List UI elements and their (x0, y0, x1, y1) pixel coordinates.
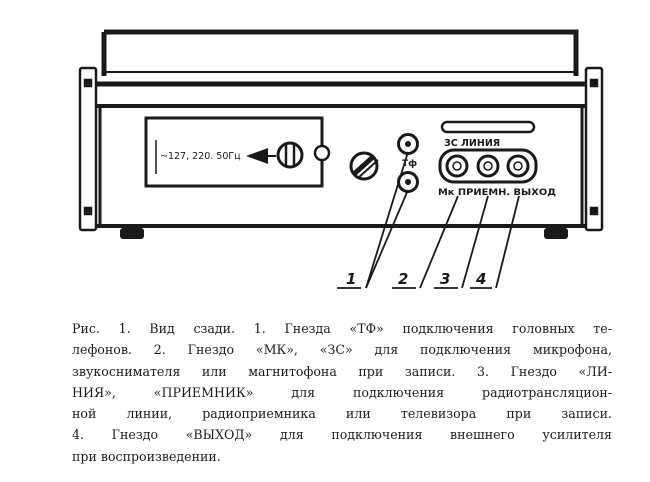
callout-2: 2 (398, 270, 408, 288)
caption-line: при воспроизведении. (72, 448, 221, 464)
tf-jack-label: Тф (402, 159, 417, 169)
callout-leader-lines (337, 151, 520, 289)
voltage-selector-plate: ~127, 220. 50Гц (144, 116, 324, 188)
device-feet (120, 228, 568, 239)
arrow-left-icon (246, 148, 268, 164)
headphone-jacks: Тф (397, 133, 419, 193)
jack-label-top: ЗС ЛИНИЯ (444, 138, 500, 149)
caption-line: Рис. 1. Вид сзади. 1. Гнезда «ТФ» подклю… (72, 321, 612, 336)
caption-line: ной линии, радиоприемника или телевизора… (72, 406, 612, 422)
figure-caption: Рис. 1. Вид сзади. 1. Гнезда «ТФ» подклю… (72, 318, 612, 467)
din-socket-icon (476, 154, 500, 178)
device-lid (94, 29, 586, 87)
voltage-label: ~127, 220. 50Гц (160, 151, 241, 162)
callout-1: 1 (346, 270, 356, 288)
caption-line: НИЯ», «ПРИЕМНИК» для подключения радиотр… (72, 384, 612, 400)
rear-panel-svg: ~127, 220. 50Гц Тф ЗС ЛИНИЯ (78, 29, 604, 289)
jack-label-bottom: Мк ПРИЕМН. ВЫХОД (438, 188, 556, 198)
caption-line: звукоснимателя или магнитофона при запис… (72, 363, 612, 379)
din-socket-icon (445, 154, 469, 178)
callout-4: 4 (475, 270, 486, 288)
caption-line: 4. Гнездо «ВЫХОД» для подключения внешне… (72, 427, 612, 443)
connector-block: ЗС ЛИНИЯ Мк ПРИЕМН. ВЫХОД (438, 120, 556, 198)
fuse-holder-icon (349, 151, 379, 181)
mount-screw-icon (313, 144, 331, 162)
left-side-rail (78, 66, 98, 232)
right-side-rail (584, 66, 604, 232)
caption-line: лефонов. 2. Гнездо «МК», «ЗС» для подклю… (72, 342, 612, 358)
device-rear-view-drawing: ~127, 220. 50Гц Тф ЗС ЛИНИЯ (78, 29, 604, 289)
din-socket-icon (506, 154, 530, 178)
voltage-selector-knob-icon (276, 141, 304, 169)
rear-panel-body (96, 104, 586, 228)
callout-3: 3 (440, 270, 450, 288)
